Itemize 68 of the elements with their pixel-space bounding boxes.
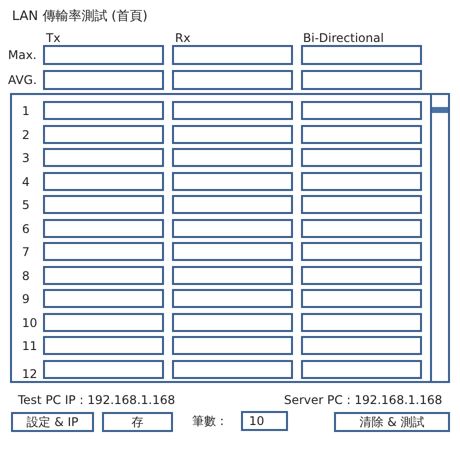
input-field — [301, 266, 422, 284]
input-field — [43, 289, 164, 308]
input-field — [43, 266, 164, 284]
row-number: 4 — [22, 174, 30, 188]
input-field — [43, 70, 164, 90]
input-field — [301, 218, 422, 238]
input-field — [301, 360, 422, 378]
row-number: 5 — [22, 198, 30, 212]
input-field — [43, 218, 164, 238]
input-field — [301, 172, 422, 190]
row-number: 7 — [22, 245, 30, 259]
input-field — [172, 195, 293, 214]
input-field — [172, 312, 293, 332]
input-field — [43, 336, 164, 355]
row-number: 6 — [22, 222, 30, 236]
input-field — [172, 124, 293, 144]
row-number: 2 — [22, 128, 30, 142]
input-field — [301, 101, 422, 120]
input-field — [43, 312, 164, 332]
column-header: Tx — [46, 31, 60, 45]
title: LAN 傳輸率測試 (首頁) — [12, 10, 148, 24]
input-field — [301, 195, 422, 214]
input-field — [172, 45, 293, 65]
input-field — [172, 336, 293, 355]
input-field — [43, 45, 164, 65]
input-field — [172, 242, 293, 261]
input-field: 10 — [241, 411, 288, 431]
input-field — [301, 70, 422, 90]
button: 設定 & IP — [11, 412, 94, 432]
row-label: Max. — [8, 48, 37, 62]
input-field — [43, 148, 164, 167]
row-number: 8 — [22, 268, 30, 282]
row-number: 11 — [22, 339, 38, 353]
field-label: 筆數 : — [192, 414, 224, 428]
input-field — [301, 242, 422, 261]
button: 存 — [102, 412, 173, 432]
input-field — [301, 45, 422, 65]
input-field — [172, 360, 293, 378]
ip-text: Test PC IP : 192.168.1.168 — [18, 393, 176, 407]
input-field — [172, 172, 293, 190]
input-field — [301, 336, 422, 355]
input-field — [43, 242, 164, 261]
input-field — [43, 101, 164, 120]
row-number: 10 — [22, 316, 38, 330]
input-field — [172, 266, 293, 284]
row-number: 3 — [22, 151, 30, 165]
input-field — [172, 148, 293, 167]
input-field — [43, 360, 164, 378]
ip-text: Server PC : 192.168.1.168 — [284, 393, 442, 407]
input-field — [301, 289, 422, 308]
input-field — [43, 195, 164, 214]
input-field — [172, 70, 293, 90]
row-number: 1 — [22, 104, 30, 118]
list-panel — [10, 93, 450, 383]
input-field — [301, 148, 422, 167]
input-field — [172, 289, 293, 308]
input-field — [301, 312, 422, 332]
input-field — [172, 218, 293, 238]
input-field — [301, 124, 422, 144]
input-field — [43, 172, 164, 190]
row-number: 12 — [22, 366, 38, 380]
row-label: AVG. — [8, 73, 37, 87]
button: 清除 & 測試 — [334, 412, 450, 432]
input-field — [172, 101, 293, 120]
column-header: Bi-Directional — [303, 31, 384, 45]
column-header: Rx — [175, 31, 190, 45]
row-number: 9 — [22, 292, 30, 306]
input-field — [43, 124, 164, 144]
